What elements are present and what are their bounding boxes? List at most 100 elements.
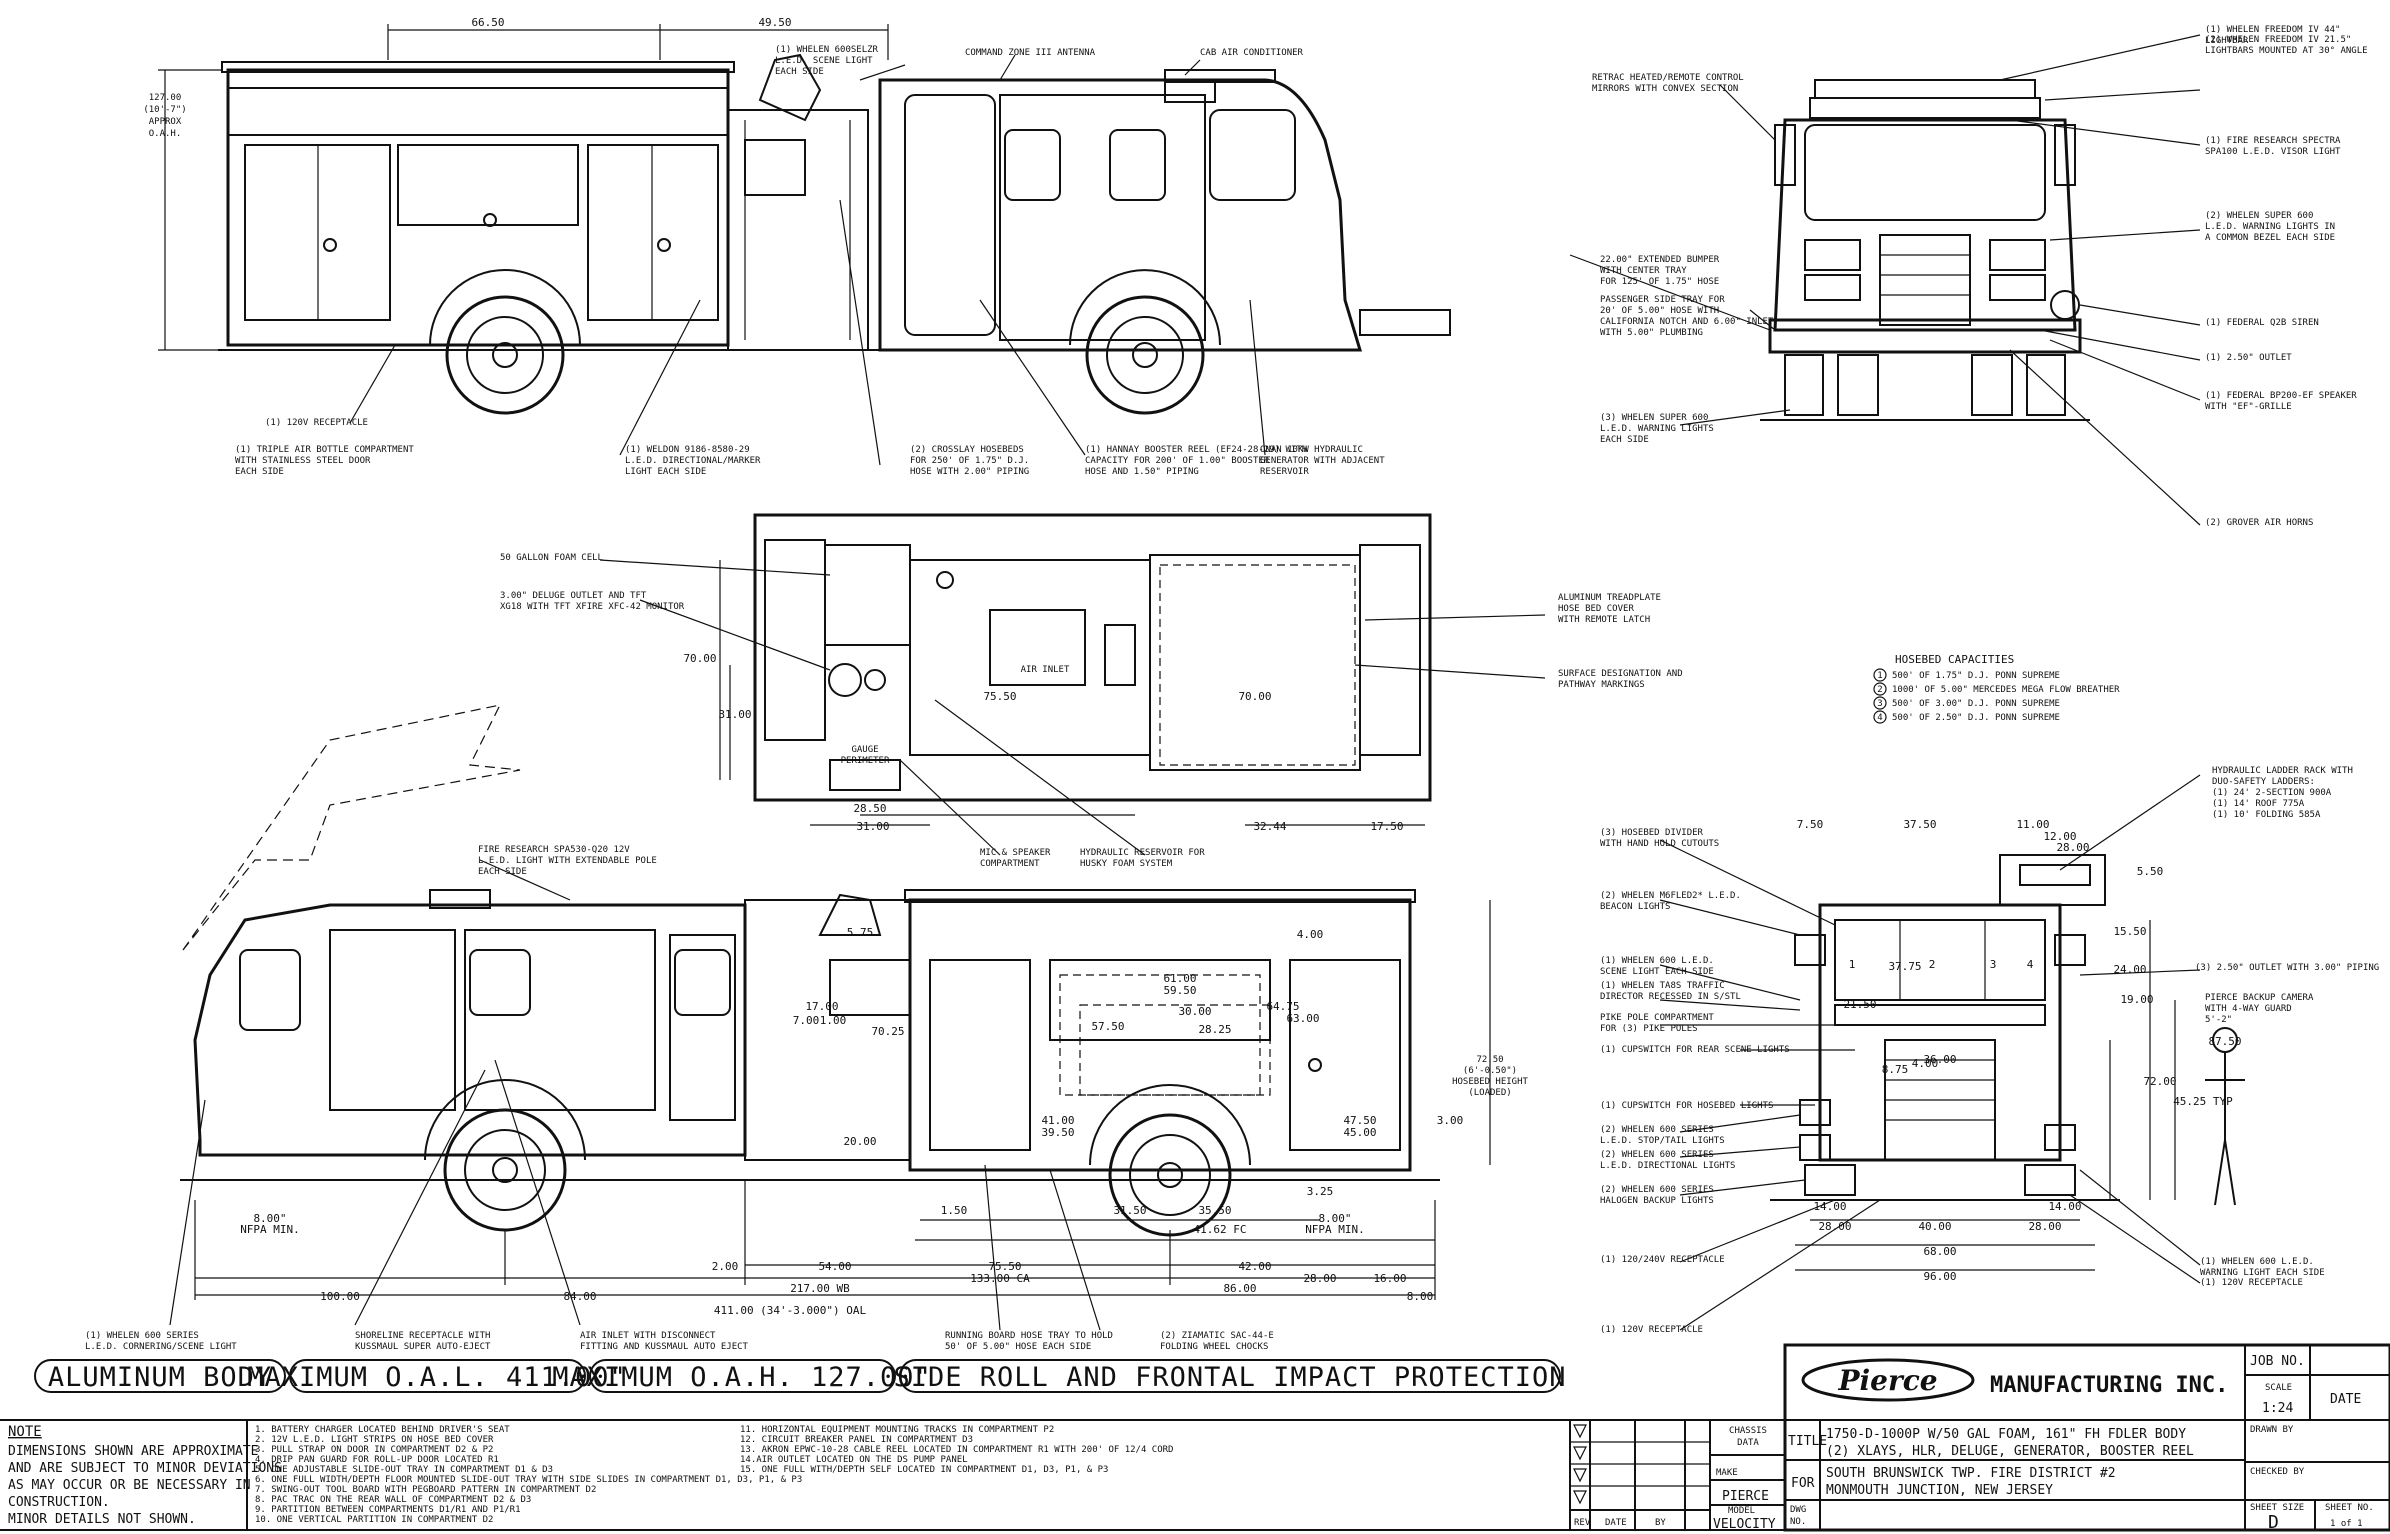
dimension-label: 8.00"NFPA MIN.: [240, 1212, 300, 1236]
dimension-label: 66.50: [471, 16, 504, 29]
banner-max-oah: [589, 1359, 896, 1393]
rev-by-label: BY: [1655, 1518, 1666, 1528]
revision-triangle-icon: [1573, 1490, 1587, 1505]
callout-label: (2) WHELEN FREEDOM IV 21.5"LIGHTBARS MOU…: [2205, 35, 2368, 56]
callout-label: (2) WHELEN M6FLED2* L.E.D.BEACON LIGHTS: [1600, 891, 1741, 912]
dimension-label: 72.00: [2143, 1075, 2176, 1088]
officer-side-view: [169, 704, 1491, 1331]
sheet-size-label: SHEET SIZE: [2250, 1503, 2304, 1513]
dimension-label: 21.50: [1843, 998, 1876, 1011]
dimension-label: 37.75: [1888, 960, 1921, 973]
callout-label: (1) FEDERAL Q2B SIREN: [2205, 318, 2319, 328]
banner-side-roll: [899, 1359, 1561, 1393]
hosebed-number-circle: [1873, 710, 1887, 724]
dimension-label: 5.75: [847, 926, 874, 939]
dimension-label: 3.00: [1437, 1114, 1464, 1127]
model-label: MODEL: [1728, 1506, 1755, 1516]
hosebed-number-circle: [1873, 668, 1887, 682]
callout-label: (1) CUPSWITCH FOR REAR SCENE LIGHTS: [1600, 1045, 1790, 1055]
dimension-label: 54.00: [818, 1260, 851, 1273]
note-item: 12. CIRCUIT BREAKER PANEL IN COMPARTMENT…: [740, 1435, 973, 1445]
dimension-label: 75.50: [988, 1260, 1021, 1273]
dimension-label: 28.00: [1818, 1220, 1851, 1233]
revision-triangle-icon: [1573, 1468, 1587, 1483]
dimension-label: 20.00: [843, 1135, 876, 1148]
dimension-label: 31.00: [856, 820, 889, 833]
dimension-label: 7.00: [793, 1014, 820, 1027]
note-heading: NOTE: [8, 1424, 42, 1440]
dimension-label: 63.00: [1286, 1012, 1319, 1025]
note-item: 13. AKRON EPWC-10-28 CABLE REEL LOCATED …: [740, 1445, 1173, 1455]
dimension-label: 70.00: [683, 652, 716, 665]
note-line: AS MAY OCCUR OR BE NECESSARY IN: [8, 1478, 251, 1493]
rear-compartment-number: 1: [1849, 958, 1856, 971]
dimension-label: 1.00: [820, 1014, 847, 1027]
date-label: DATE: [2330, 1392, 2361, 1407]
scale-value: 1:24: [2262, 1401, 2293, 1416]
dimension-label: 17.00: [805, 1000, 838, 1013]
callout-label: (1) 120V RECEPTACLE: [2200, 1278, 2303, 1288]
dimension-label: 86.00: [1223, 1282, 1256, 1295]
dimension-label: 1.50: [941, 1204, 968, 1217]
note-item: 11. HORIZONTAL EQUIPMENT MOUNTING TRACKS…: [740, 1425, 1054, 1435]
make-label: MAKE: [1716, 1468, 1738, 1478]
dimension-label: 3.25: [1307, 1185, 1334, 1198]
hosebed-number: 1: [1877, 671, 1882, 681]
dimension-label: 49.50: [758, 16, 791, 29]
dimension-label: 4.00: [1912, 1057, 1939, 1070]
callout-label: (3) 2.50" OUTLET WITH 3.00" PIPING: [2195, 963, 2379, 973]
dimension-label: 31.50: [1113, 1204, 1146, 1217]
note-item: 10. ONE VERTICAL PARTITION IN COMPARTMEN…: [255, 1515, 493, 1525]
dimension-label: 15.50: [2113, 925, 2146, 938]
dimension-label: 64.75: [1266, 1000, 1299, 1013]
dimension-label: 5.50: [2137, 865, 2164, 878]
banner-text: SIDE ROLL AND FRONTAL IMPACT PROTECTION: [894, 1362, 1567, 1393]
dimension-label: 57.50: [1091, 1020, 1124, 1033]
dimension-label: 61.00: [1163, 972, 1196, 985]
company-name: MANUFACTURING INC.: [1990, 1373, 2228, 1398]
callout-label: (1) HANNAY BOOSTER REEL (EF24-28-29) WIT…: [1085, 445, 1307, 477]
air-inlet-label: AIR INLET: [1021, 665, 1070, 675]
rear-compartment-number: 3: [1990, 958, 1997, 971]
callout-label: (1) WHELEN 600 L.E.D.WARNING LIGHT EACH …: [2200, 1257, 2325, 1278]
dimension-label: 100.00: [320, 1290, 360, 1303]
dimension-label: 8.00"NFPA MIN.: [1305, 1212, 1365, 1236]
note-item: 5. ONE ADJUSTABLE SLIDE-OUT TRAY IN COMP…: [255, 1465, 553, 1475]
hosebed-number-circle: [1873, 682, 1887, 696]
sheet-no-label: SHEET NO.: [2325, 1503, 2374, 1513]
title-line-2: (2) XLAYS, HLR, DELUGE, GENERATOR, BOOST…: [1826, 1444, 2194, 1459]
dimension-label: 8.75: [1882, 1063, 1909, 1076]
dimension-label: 28.50: [853, 802, 886, 815]
callout-label: (1) 120V RECEPTACLE: [1600, 1325, 1703, 1335]
note-item: 6. ONE FULL WIDTH/DEPTH FLOOR MOUNTED SL…: [255, 1475, 802, 1485]
dimension-label: 84.00: [563, 1290, 596, 1303]
dimension-label: 11.00: [2016, 818, 2049, 831]
dimension-label: 59.50: [1163, 984, 1196, 997]
dimension-label: 35.50: [1198, 1204, 1231, 1217]
top-view: [599, 513, 1546, 856]
hosebed-number: 4: [1877, 713, 1882, 723]
hosebed-item: 500' OF 2.50" D.J. PONN SUPREME: [1892, 713, 2060, 723]
dimension-label: 47.50: [1343, 1114, 1376, 1127]
drawn-by-label: DRAWN BY: [2250, 1425, 2294, 1435]
dimension-label: 87.50: [2208, 1035, 2241, 1048]
dimension-label: 37.50: [1903, 818, 1936, 831]
revision-block: REV DATE BY: [1570, 1420, 1711, 1530]
dimension-label: 70.00: [1238, 690, 1271, 703]
